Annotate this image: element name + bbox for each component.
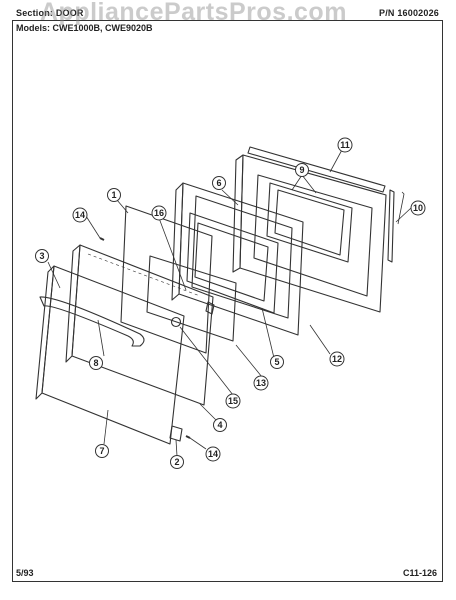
pn-value: 16002026 [397,8,439,18]
part-clip [205,301,215,315]
section-value: DOOR [55,8,84,18]
part-inner-door-frame [239,154,387,313]
callout-3: 3 [39,251,44,261]
part-fastener-round [170,316,182,328]
callout-2: 2 [174,457,179,467]
callout-16: 16 [154,208,164,218]
model-line: Models: CWE1000B, CWE9020B [16,23,153,33]
callout-5: 5 [274,357,279,367]
part-door-back-panel [120,205,213,354]
callout-8: 8 [93,358,98,368]
part-hinge-bracket [169,425,183,442]
callout-1: 1 [111,190,116,200]
section-label: Section: [16,8,54,18]
diagram-frame [12,20,443,582]
footer-page-code: C11-126 [402,568,437,578]
part-screw-upper [99,237,105,241]
pn-label: P/N [379,8,395,18]
callout-12: 12 [332,354,342,364]
part-door-handle [39,296,145,347]
footer-date: 5/93 [16,568,34,578]
callout-9: 9 [299,165,304,175]
section-header: Section: DOOR [16,8,84,18]
part-window-retainer [266,182,353,263]
parts-diagram-sheet: Section: DOOR P/N 16002026 Models: CWE10… [12,8,443,592]
callout-14-upper: 14 [75,210,85,220]
callout-14-lower: 14 [208,449,218,459]
part-window-frame [186,212,279,314]
part-insulation [146,255,237,342]
callout-11: 11 [340,140,350,150]
callout-6: 6 [216,178,221,188]
callout-15: 15 [228,396,238,406]
part-door-liner [178,182,304,336]
callout-7: 7 [99,446,104,456]
callout-13: 13 [256,378,266,388]
part-side-trim [387,189,395,263]
part-screw-lower [185,435,191,439]
callout-4: 4 [217,420,222,430]
part-number-header: P/N 16002026 [379,8,439,18]
part-door-front [41,265,185,445]
callout-10: 10 [413,203,423,213]
part-top-trim [247,146,386,193]
